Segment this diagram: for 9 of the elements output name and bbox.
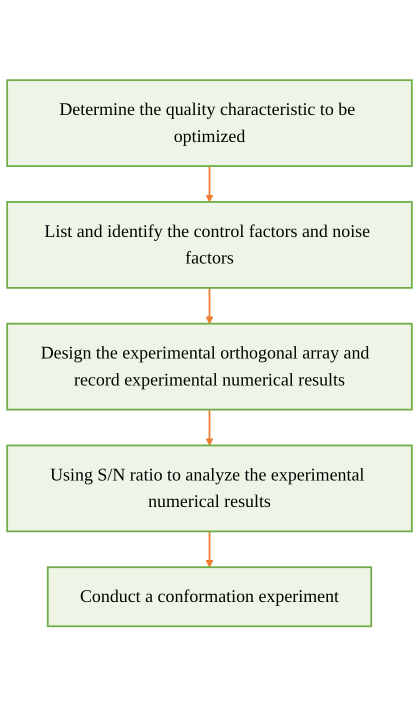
- node-box: Design the experimental orthogonal array and record experimental numerical results: [6, 323, 413, 411]
- node-box: Conduct a conformation experiment: [46, 566, 372, 628]
- node-box: Using S/N ratio to analyze the experimental numerical results: [6, 444, 413, 533]
- arrow: [206, 410, 214, 446]
- arrow: [206, 288, 214, 324]
- node-box: List and identify the control factors and noise factors: [6, 201, 413, 290]
- arrow: [206, 532, 214, 568]
- node-box: Determine the quality characteristic to be optimized: [6, 80, 413, 168]
- arrow: [206, 166, 214, 203]
